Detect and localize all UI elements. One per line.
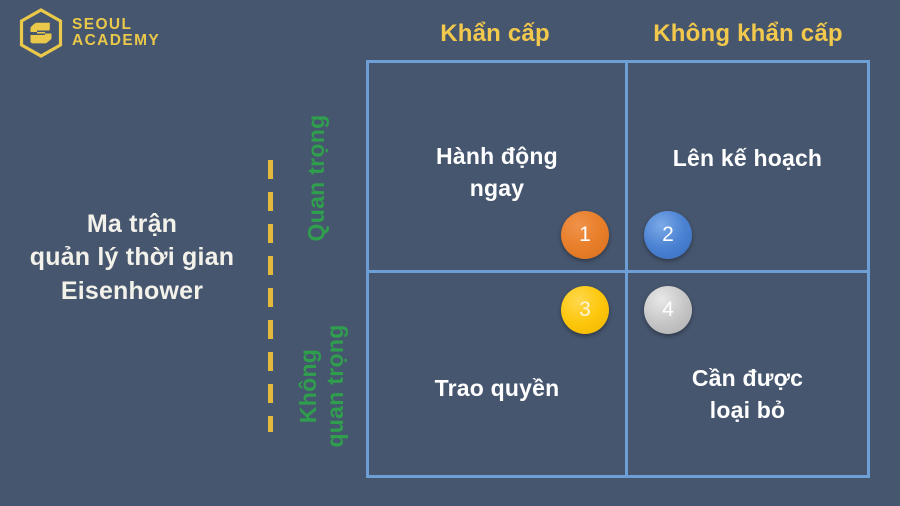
brand-logo-text: SEOUL ACADEMY [72, 15, 161, 50]
quadrant-1-label-line1: Hành động [436, 143, 558, 169]
quadrant-badge-1[interactable]: 1 [561, 211, 609, 259]
row-label-important-text: Quan trọng [303, 114, 329, 242]
brand-name-line2: ACADEMY [72, 32, 161, 49]
quadrant-urgent-not-important[interactable]: Trao quyền [369, 273, 625, 475]
row-label-not-important-line1: Không [295, 348, 321, 424]
matrix-horizontal-divider [369, 270, 867, 273]
quadrant-4-label: Cần được loại bỏ [628, 363, 867, 426]
page-title-line3: Eisenhower [60, 276, 204, 305]
quadrant-not-urgent-important[interactable]: Lên kế hoạch [628, 63, 867, 270]
quadrant-badge-4[interactable]: 4 [644, 286, 692, 334]
column-header-not-urgent: Không khẩn cấp [653, 20, 843, 47]
brand-logo: SEOUL ACADEMY [18, 8, 208, 58]
quadrant-badge-3[interactable]: 3 [561, 286, 609, 334]
quadrant-4-label-line2: loại bỏ [709, 396, 786, 423]
page-title: Ma trận quản lý thời gian Eisenhower [8, 208, 256, 308]
quadrant-4-label-line1: Cần được [691, 365, 804, 391]
quadrant-2-label-line1: Lên kế hoạch [672, 145, 823, 171]
quadrant-2-label: Lên kế hoạch [628, 143, 867, 175]
quadrant-3-label-line1: Trao quyền [434, 375, 560, 401]
row-label-not-important: Không quan trọng [295, 306, 351, 466]
matrix-grid: Hành động ngay Lên kế hoạch Trao quyền C… [366, 60, 870, 478]
quadrant-badge-2[interactable]: 2 [644, 211, 692, 259]
row-label-important: Quan trọng [303, 108, 333, 248]
quadrant-urgent-important[interactable]: Hành động ngay [369, 63, 625, 270]
quadrant-not-urgent-not-important[interactable]: Cần được loại bỏ [628, 273, 867, 475]
matrix-vertical-divider [625, 63, 628, 475]
quadrant-1-label: Hành động ngay [369, 141, 625, 204]
page-title-line2: quản lý thời gian [29, 243, 235, 272]
dashed-divider [268, 160, 273, 432]
quadrant-3-label: Trao quyền [369, 373, 625, 405]
hexagon-s-logo-icon [19, 8, 63, 58]
page-title-line1: Ma trận [86, 210, 178, 238]
row-label-not-important-line2: quan trọng [321, 324, 348, 448]
brand-name-line1: SEOUL [72, 15, 133, 33]
column-header-urgent: Khẩn cấp [440, 20, 550, 47]
quadrant-1-label-line2: ngay [469, 174, 525, 201]
